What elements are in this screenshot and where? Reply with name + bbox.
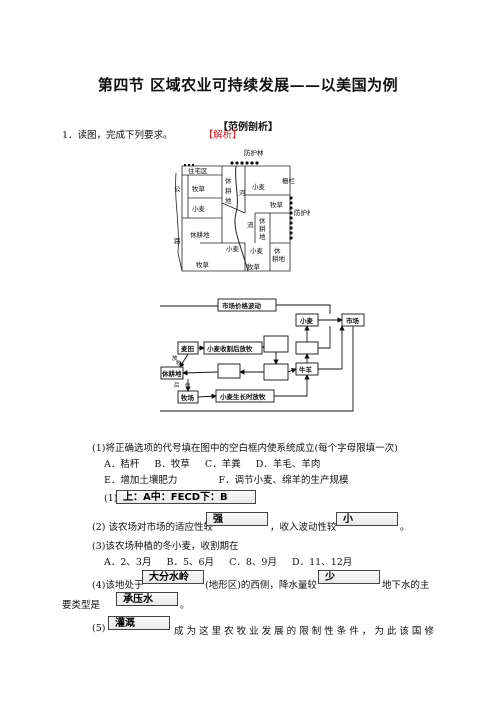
flow-side-d: 作 (185, 381, 191, 389)
sub-question-4-end: 地下水的主 (382, 580, 430, 591)
flow-side-b: 牧 (176, 359, 182, 367)
flow-market-fluct: 市场价格波动 (222, 301, 262, 310)
flow-fallow: 休耕地 (161, 369, 182, 378)
map-label-wheat-left: 小麦 (192, 204, 206, 213)
answer-4b-box[interactable]: 少 (318, 570, 380, 584)
flow-market: 市场 (346, 316, 360, 325)
sub1-option-d: D．羊毛、羊肉 (255, 459, 321, 470)
map-label-fallow-left: 休耕地 (190, 230, 210, 239)
sub1-option-c: C．羊粪 (204, 459, 241, 470)
sub1-options-row2: E．增加土壤肥力 F．调节小麦、绵羊的生产规模 (104, 472, 361, 486)
sub1-option-e: E．增加土壤肥力 (104, 475, 178, 486)
sub3-option-d: D．11、12月 (291, 557, 353, 568)
map-label-fallow2-a: 休 (259, 216, 266, 225)
farm-map: 防护林 住宅区 公 牧草 休 耕 地 河 小麦 栅栏 小麦 牧草 防护林 休耕地… (174, 148, 310, 272)
sub-question-4-line2-end: 。 (180, 600, 190, 611)
map-label-fence: 栅栏 (282, 176, 296, 185)
system-flow-diagram: 市场价格波动 小麦 市场 麦田 小麦收割后放牧 休耕地 牛羊 牧场 小麦生长时放… (160, 298, 365, 412)
map-label-fallow3-b: 耕地 (272, 254, 286, 263)
page-title: 第四节 区域农业可持续发展——以美国为例 (97, 76, 399, 94)
flow-farmland: 麦田 (181, 344, 195, 353)
map-label-wheat-top: 小麦 (252, 182, 266, 191)
map-label-pasture-right: 牧草 (270, 200, 284, 209)
flow-side-c: 后 (174, 381, 180, 389)
map-label-fallow1-b: 耕 (225, 186, 232, 195)
sub-question-4-mid: (地形区)的西侧，降水量较 (205, 580, 317, 591)
map-label-wheat-mid: 小麦 (226, 244, 240, 253)
map-label-windbreak-right: 防护林 (294, 208, 310, 217)
map-label-pasture-1: 牧草 (192, 184, 206, 193)
question-stem-text: 1．读图，完成下列要求。 (62, 130, 173, 141)
answer-1-prefix: (1) (104, 493, 118, 504)
map-label-river: 河 (239, 189, 246, 197)
sub-question-5-text: 成 为 这 里 农 牧 业 发 展 的 限 制 性 条 件 ， 为 此 该 国 … (174, 626, 436, 637)
section-heading: 【范例剖析】 (218, 122, 278, 133)
map-label-liu: 流 (247, 220, 254, 229)
analysis-link[interactable]: 【解析】 (203, 130, 242, 141)
flow-cattle-sheep: 牛羊 (299, 365, 313, 374)
answer-1-box[interactable]: 上：A中：FECD下：B (116, 490, 256, 504)
map-label-pasture-bl: 牧草 (196, 260, 210, 269)
map-label-gong: 公 (174, 185, 181, 193)
sub-question-2-mid: ，收入波动性较 (270, 522, 337, 533)
sub-question-1: (1)将正确选项的代号填在图中的空白框内使系统成立(每个字母限填一次) (92, 443, 398, 454)
answer-2b-box[interactable]: 小 (336, 512, 398, 526)
map-label-windbreak-top: 防护林 (244, 148, 264, 157)
sub1-option-f: F．调节小麦、绵羊的生产规模 (218, 475, 349, 486)
flow-ranch: 牧场 (181, 393, 195, 402)
sub-question-3: (3)该农场种植的冬小麦，收割期在 (92, 541, 239, 552)
sub-question-5-prefix: (5) (92, 623, 106, 634)
map-label-fallow2-b: 耕 (259, 224, 266, 233)
flow-side-a: 放 (172, 354, 178, 362)
flow-wheat: 小麦 (299, 316, 314, 325)
answer-4a-box[interactable]: 大分水岭 (142, 570, 204, 584)
map-label-road: 路 (174, 236, 181, 245)
map-label-fallow1-a: 休 (225, 176, 232, 185)
flow-after-harvest: 小麦收割后放牧 (206, 344, 253, 353)
sub3-options: A．2、3月 B．5、6月 C．8、9月 D．11、12月 (104, 554, 364, 568)
sub-question-2-end: 。 (400, 522, 410, 533)
sub1-option-a: A．秸秆 (104, 459, 140, 470)
map-label-residential: 住宅区 (188, 166, 208, 175)
map-label-wheat-center: 小麦 (250, 246, 264, 255)
sub1-option-b: B．牧草 (154, 459, 190, 470)
answer-2a-box[interactable]: 强 (206, 512, 268, 526)
sub-question-4-prefix: (4)该地处于 (92, 580, 144, 591)
sub-question-2-prefix: (2) 该农场对市场的适应性较 (92, 522, 213, 533)
sub3-option-a: A．2、3月 (104, 557, 152, 568)
map-label-fallow2-c: 地 (259, 232, 266, 241)
sub3-option-c: C．8、9月 (229, 557, 277, 568)
answer-5-box[interactable]: 灌溉 (108, 616, 170, 630)
sub1-options-row1: A．秸秆 B．牧草 C．羊粪 D．羊毛、羊肉 (104, 456, 332, 470)
answer-4c-box[interactable]: 承压水 (116, 592, 178, 606)
map-label-pasture-bc: 牧草 (247, 262, 261, 271)
sub-question-4-line2: 要类型是 (62, 600, 101, 611)
flow-growing: 小麦生长时放牧 (219, 392, 266, 401)
map-label-fallow1-c: 地 (225, 196, 232, 205)
map-label-fallow3-a: 休 (274, 246, 281, 255)
question-stem: 1．读图，完成下列要求。 【解析】 (62, 127, 242, 141)
sub3-option-b: B．5、6月 (166, 557, 215, 568)
